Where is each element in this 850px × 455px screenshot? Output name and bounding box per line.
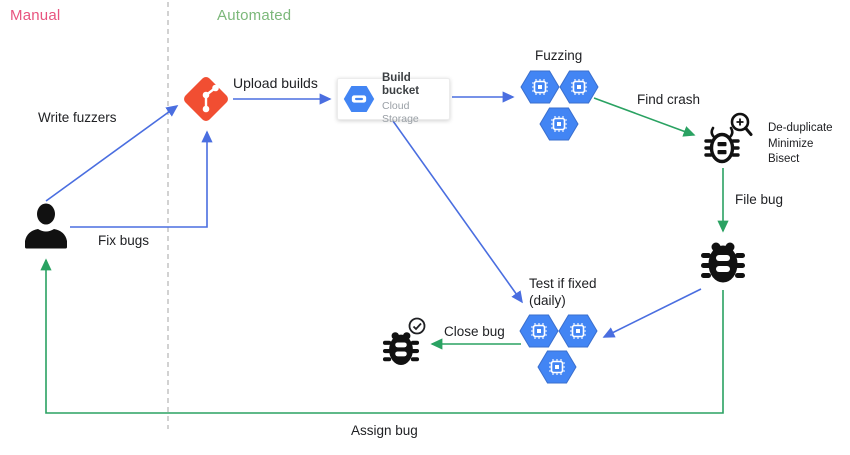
build-bucket-title: Build bucket bbox=[382, 72, 420, 97]
upload-builds-label: Upload builds bbox=[233, 75, 318, 91]
cloud-storage-icon bbox=[342, 84, 376, 114]
compute-hexagon-icon bbox=[537, 350, 577, 384]
compute-hexagon-icon bbox=[520, 70, 560, 104]
arrow-find-crash bbox=[593, 97, 696, 137]
assign-bug-label: Assign bug bbox=[351, 423, 418, 438]
fix-bugs-label: Fix bugs bbox=[98, 233, 150, 248]
arrow-write-fuzzers bbox=[45, 105, 179, 202]
file-bug-label: File bug bbox=[735, 192, 784, 207]
person-icon bbox=[25, 203, 67, 249]
close-bug-label: Close bug bbox=[444, 324, 505, 339]
compute-hexagon-icon bbox=[559, 70, 599, 104]
git-icon bbox=[184, 77, 228, 121]
arrow-fix-bugs bbox=[70, 130, 213, 228]
arrow-bug-to-test bbox=[602, 288, 702, 338]
fuzzing-cluster bbox=[520, 70, 599, 141]
compute-hexagon-icon bbox=[519, 314, 559, 348]
compute-hexagon-icon bbox=[558, 314, 598, 348]
test-if-fixed-label: Test if fixed (daily) bbox=[529, 276, 597, 308]
automated-section-label: Automated bbox=[217, 7, 292, 24]
find-crash-label: Find crash bbox=[637, 92, 701, 107]
write-fuzzers-label: Write fuzzers bbox=[38, 110, 117, 125]
arrow-storage-to-test bbox=[392, 120, 523, 304]
bug-check-icon bbox=[382, 317, 426, 365]
bug-magnifier-icon bbox=[704, 112, 753, 164]
fuzzing-label: Fuzzing bbox=[535, 48, 583, 63]
build-bucket-card: Build bucket Cloud Storage bbox=[337, 72, 450, 125]
triage-steps-label: De-duplicate Minimize Bisect bbox=[768, 122, 833, 165]
test-if-fixed-cluster bbox=[519, 314, 598, 384]
compute-hexagon-icon bbox=[539, 107, 579, 141]
manual-section-label: Manual bbox=[10, 7, 61, 24]
arrow-assign-bug bbox=[40, 258, 724, 414]
build-bucket-subtitle: Cloud Storage bbox=[382, 100, 419, 125]
bug-icon bbox=[701, 242, 745, 283]
